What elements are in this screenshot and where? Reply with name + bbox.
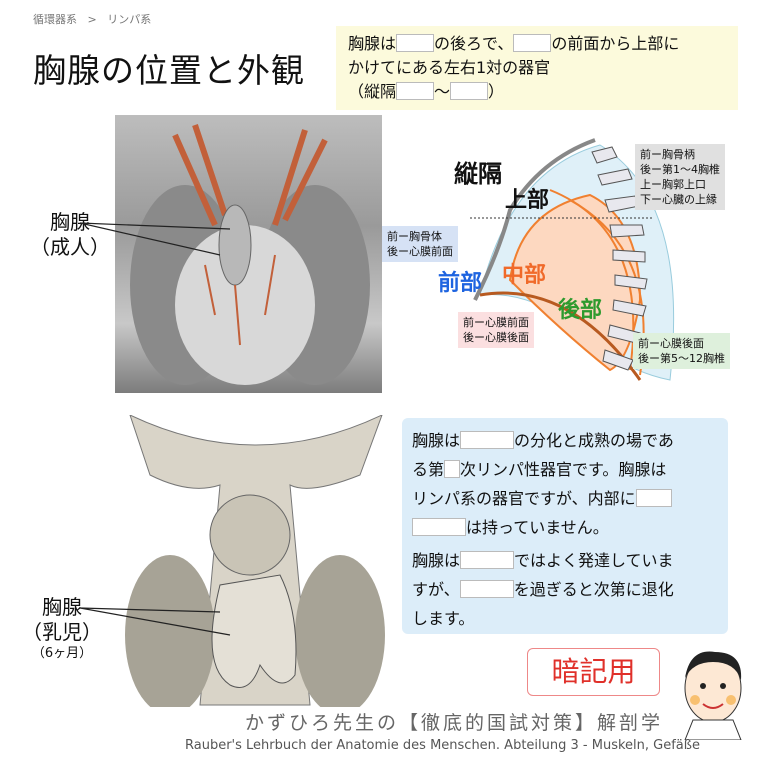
- text: 次リンパ性器官です。胸腺は: [460, 460, 667, 479]
- memorize-button[interactable]: 暗記用: [527, 648, 660, 696]
- blank-field[interactable]: [396, 82, 435, 100]
- text: の後ろで、: [434, 34, 514, 53]
- text: る第: [412, 460, 445, 479]
- pointer-lines: [80, 607, 231, 636]
- middle-label: 中部: [502, 263, 547, 288]
- text: 胸腺は: [348, 34, 397, 53]
- mediastinum-title: 縦隔: [454, 160, 502, 188]
- superior-note: 前ー胸骨柄後ー第1〜4胸椎上ー胸郭上口下ー心臓の上縁: [635, 144, 725, 210]
- label: 胸腺: [50, 210, 90, 234]
- label: （乳児）: [22, 620, 102, 644]
- note-line: 下ー心臓の上縁: [640, 193, 717, 206]
- note-line: 前ー心膜後面: [638, 337, 704, 350]
- text: 〜: [434, 82, 451, 101]
- note-line: 前ー心膜前面: [463, 316, 529, 329]
- mediastinum-diagram: 縦隔 上部 前部 中部 後部 前ー胸骨柄後ー第1〜4胸椎上ー胸郭上口下ー心臓の上…: [370, 130, 768, 390]
- note-line: 後ー第5〜12胸椎: [638, 352, 725, 365]
- text: ではよく発達していま: [514, 551, 674, 570]
- posterior-label: 後部: [558, 298, 603, 323]
- label: 胸腺: [42, 595, 82, 619]
- teacher-avatar: [684, 651, 742, 740]
- label: （成人）: [30, 235, 110, 259]
- blank-field[interactable]: [635, 489, 672, 507]
- breadcrumb-item[interactable]: リンパ系: [107, 13, 152, 26]
- superior-label: 上部: [505, 188, 550, 213]
- text: ）: [488, 82, 505, 101]
- text: の分化と成熟の場であ: [514, 431, 674, 450]
- note-line: 上ー胸郭上口: [640, 178, 706, 191]
- blank-field[interactable]: [396, 34, 435, 52]
- page-title: 胸腺の位置と外観: [33, 51, 305, 90]
- footer-title: かずひろ先生の【徹底的国試対策】解剖学: [245, 712, 664, 734]
- text: します。: [412, 609, 475, 628]
- text: は持っていません。: [466, 518, 609, 537]
- label: （6ヶ月）: [31, 646, 93, 661]
- question-box-top: 胸腺は の後ろで、 の前面から上部に かけてにある左右1対の器官 （縦隔 〜 ）: [336, 26, 738, 110]
- infant-thymus-label: 胸腺（乳児） （6ヶ月）: [22, 595, 102, 663]
- text: 胸腺は: [412, 431, 461, 450]
- note-line: 後ー心膜前面: [387, 245, 453, 258]
- anterior-label: 前部: [438, 271, 483, 296]
- breadcrumb-item[interactable]: 循環器系: [33, 13, 77, 26]
- blank-field[interactable]: [444, 460, 461, 478]
- footer-source: Rauber's Lehrbuch der Anatomie des Mensc…: [185, 738, 700, 753]
- mediastinum-shapes: [470, 138, 675, 381]
- text: の前面から上部に: [551, 34, 680, 53]
- pointer-lines: [80, 222, 231, 256]
- text: を過ぎると次第に退化: [513, 580, 674, 599]
- note-line: 後ー心膜後面: [463, 331, 529, 344]
- text: （縦隔: [348, 82, 397, 101]
- text: すが、: [412, 580, 460, 599]
- blank-field[interactable]: [450, 82, 489, 100]
- blank-field[interactable]: [513, 34, 552, 52]
- blank-field[interactable]: [460, 431, 515, 449]
- anterior-note: 前ー胸骨体後ー心膜前面: [382, 226, 458, 262]
- text: リンパ系の器官ですが、内部に: [412, 489, 636, 508]
- text: かけてにある左右1対の器官: [348, 58, 551, 77]
- adult-thymus-illustration: [115, 115, 382, 393]
- infant-thymus-illustration: [110, 415, 402, 707]
- note-line: 前ー胸骨柄: [640, 148, 695, 161]
- breadcrumb: 循環器系 > リンパ系: [33, 11, 151, 27]
- posterior-note: 前ー心膜後面後ー第5〜12胸椎: [633, 333, 730, 369]
- breadcrumb-separator: >: [87, 13, 97, 26]
- blank-field[interactable]: [460, 551, 515, 569]
- blank-field[interactable]: [459, 580, 514, 598]
- adult-thymus-label: 胸腺（成人）: [30, 210, 110, 260]
- note-line: 前ー胸骨体: [387, 230, 442, 243]
- middle-note: 前ー心膜前面後ー心膜後面: [458, 312, 534, 348]
- question-box-bottom: 胸腺は の分化と成熟の場であ る第次リンパ性器官です。胸腺は リンパ系の器官ですが…: [402, 418, 728, 634]
- text: 胸腺は: [412, 551, 461, 570]
- note-line: 後ー第1〜4胸椎: [640, 163, 720, 176]
- blank-field[interactable]: [412, 518, 466, 536]
